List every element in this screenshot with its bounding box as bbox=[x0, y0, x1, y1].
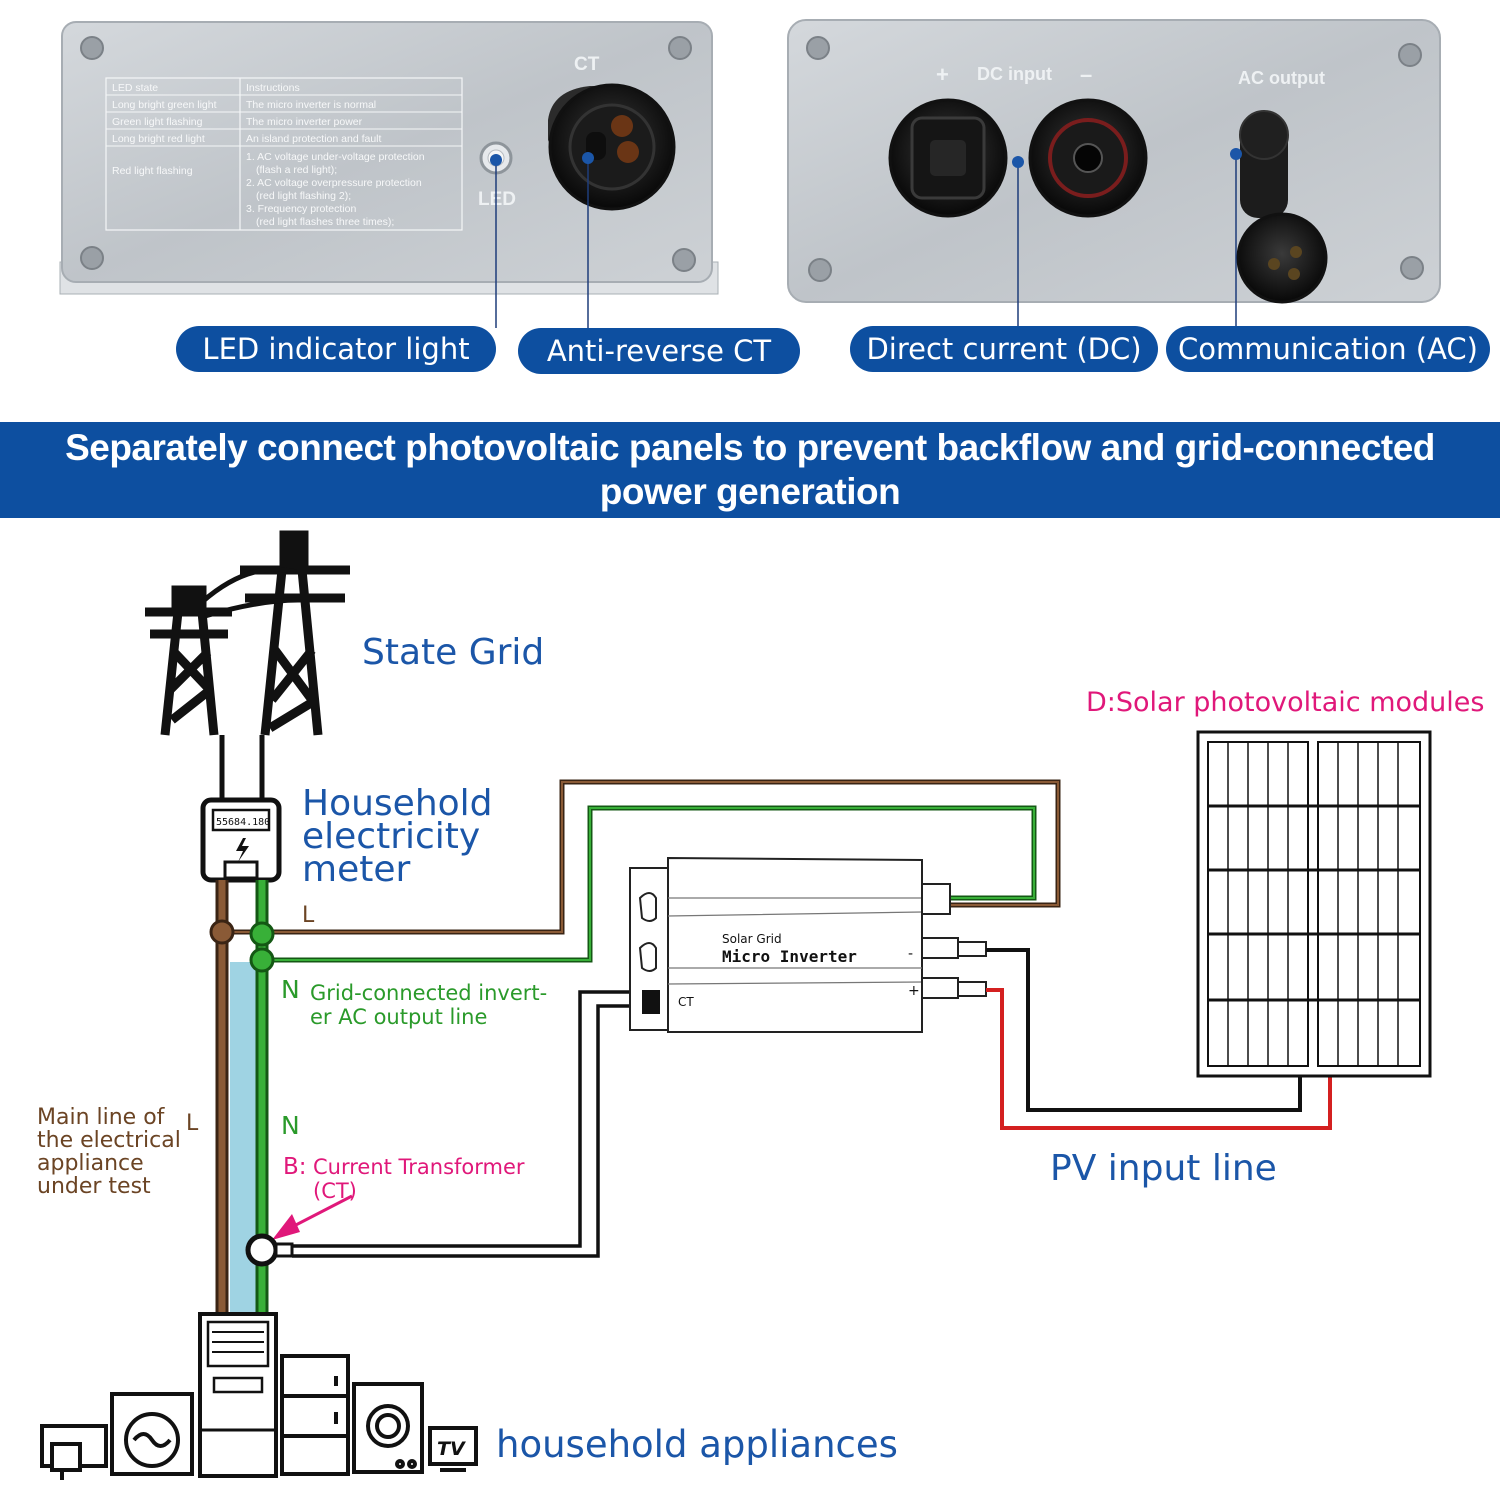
neutral-label: N bbox=[281, 975, 300, 1004]
small-appliance-icon bbox=[40, 1424, 108, 1480]
dc-input-label: DC input bbox=[977, 64, 1052, 84]
current-transformer-icon bbox=[245, 1233, 294, 1267]
table-cell: 2. AC voltage overpressure protection bbox=[246, 177, 422, 189]
table-cell: Red light flashing bbox=[112, 165, 193, 177]
table-cell: Green light flashing bbox=[112, 116, 203, 128]
pv-negative-wire bbox=[986, 948, 1302, 1112]
main-line-label-1: Main line of bbox=[37, 1105, 166, 1130]
tv-label: TV bbox=[437, 1438, 466, 1460]
screw-icon bbox=[806, 36, 1424, 282]
pill-communication-ac: Communication (AC) bbox=[1166, 326, 1490, 372]
micro-inverter-icon: Solar Grid Micro Inverter CT - + bbox=[629, 856, 987, 1033]
table-cell: 3. Frequency protection bbox=[246, 203, 356, 215]
cabinet-icon bbox=[280, 1354, 350, 1476]
right-inverter-panel: + DC input – AC output bbox=[787, 19, 1441, 304]
table-cell: The micro inverter is normal bbox=[246, 99, 376, 111]
table-cell: 1. AC voltage under-voltage protection bbox=[246, 151, 425, 163]
pill-led-indicator: LED indicator light bbox=[176, 326, 496, 372]
main-line-label-2: the electrical bbox=[37, 1128, 181, 1153]
ct-port-label: CT bbox=[574, 54, 600, 75]
table-header-instructions: Instructions bbox=[246, 82, 300, 94]
washing-machine-icon bbox=[110, 1392, 194, 1476]
electricity-meter-icon: 55684.180 bbox=[200, 797, 282, 883]
left-inverter-panel: LED state Instructions Long bright green… bbox=[59, 21, 719, 295]
pointer-lines bbox=[495, 154, 1237, 328]
ct-pointer-arrow bbox=[272, 1194, 353, 1240]
meter-label-line-3: meter bbox=[302, 849, 410, 890]
screw-icon bbox=[80, 36, 696, 272]
neutral-label-mid: N bbox=[281, 1111, 300, 1140]
inverter-model-label: Micro Inverter bbox=[722, 947, 857, 966]
meter-display: 55684.180 bbox=[216, 817, 270, 828]
table-cell: Long bright green light bbox=[112, 99, 217, 111]
dc-minus-label: – bbox=[1080, 62, 1092, 87]
table-cell: An island protection and fault bbox=[246, 133, 382, 145]
headline-text: Separately connect photovoltaic panels t… bbox=[65, 427, 1435, 512]
refrigerator-icon bbox=[198, 1312, 278, 1478]
pointer-dots bbox=[490, 148, 1242, 168]
transmission-tower-icon bbox=[145, 530, 350, 736]
dc-plus-connector-icon bbox=[888, 98, 1008, 218]
household-appliances-label: household appliances bbox=[496, 1423, 898, 1466]
main-line-label-3: appliance bbox=[37, 1151, 144, 1176]
table-cell: The micro inverter power bbox=[246, 116, 363, 128]
inverter-plus-label: + bbox=[908, 983, 920, 999]
inverter-brand-label: Solar Grid bbox=[722, 932, 782, 946]
dc-minus-connector-icon bbox=[1028, 98, 1148, 218]
pv-input-label: PV input line bbox=[1050, 1148, 1277, 1189]
led-instruction-table: LED state Instructions Long bright green… bbox=[105, 77, 463, 231]
table-header-state: LED state bbox=[112, 82, 158, 94]
state-grid-label: State Grid bbox=[362, 632, 544, 673]
ct-prefix-label: B: bbox=[283, 1154, 307, 1180]
solar-panel-icon bbox=[1196, 730, 1432, 1078]
inverter-minus-label: - bbox=[908, 946, 913, 962]
solar-modules-label: D:Solar photovoltaic modules bbox=[1086, 687, 1484, 718]
ct-connector-icon bbox=[548, 83, 676, 211]
ac-output-line-label-2: er AC output line bbox=[310, 1005, 487, 1029]
meter-label-line-1: Household bbox=[302, 783, 493, 824]
pill-direct-current: Direct current (DC) bbox=[850, 326, 1158, 372]
live-label-top: L bbox=[302, 903, 315, 928]
main-line-label-4: under test bbox=[37, 1174, 151, 1199]
inverter-ct-label: CT bbox=[678, 995, 694, 1009]
pill-anti-reverse-ct: Anti-reverse CT bbox=[518, 328, 800, 374]
dryer-icon bbox=[352, 1382, 424, 1474]
table-cell: Long bright red light bbox=[112, 133, 205, 145]
pv-positive-wire bbox=[986, 988, 1332, 1130]
ct-label-2: (CT) bbox=[313, 1179, 357, 1203]
ac-output-label: AC output bbox=[1238, 68, 1325, 88]
dc-plus-label: + bbox=[936, 62, 949, 87]
ac-output-line-label-1: Grid-connected invert- bbox=[310, 981, 547, 1005]
appliances-group bbox=[40, 1312, 478, 1480]
ct-signal-wire bbox=[292, 990, 640, 1248]
table-cell: (red light flashing 2); bbox=[256, 190, 351, 202]
meter-label-line-2: electricity bbox=[302, 816, 480, 857]
table-cell: (red light flashes three times); bbox=[256, 216, 394, 228]
headline-banner: Separately connect photovoltaic panels t… bbox=[0, 422, 1500, 518]
table-cell: (flash a red light); bbox=[256, 164, 337, 176]
ct-label-1: Current Transformer bbox=[313, 1155, 525, 1179]
led-label: LED bbox=[478, 189, 516, 210]
tv-icon bbox=[428, 1426, 478, 1472]
live-label-main: L bbox=[186, 1111, 199, 1136]
ac-output-connector-icon bbox=[1236, 110, 1328, 304]
